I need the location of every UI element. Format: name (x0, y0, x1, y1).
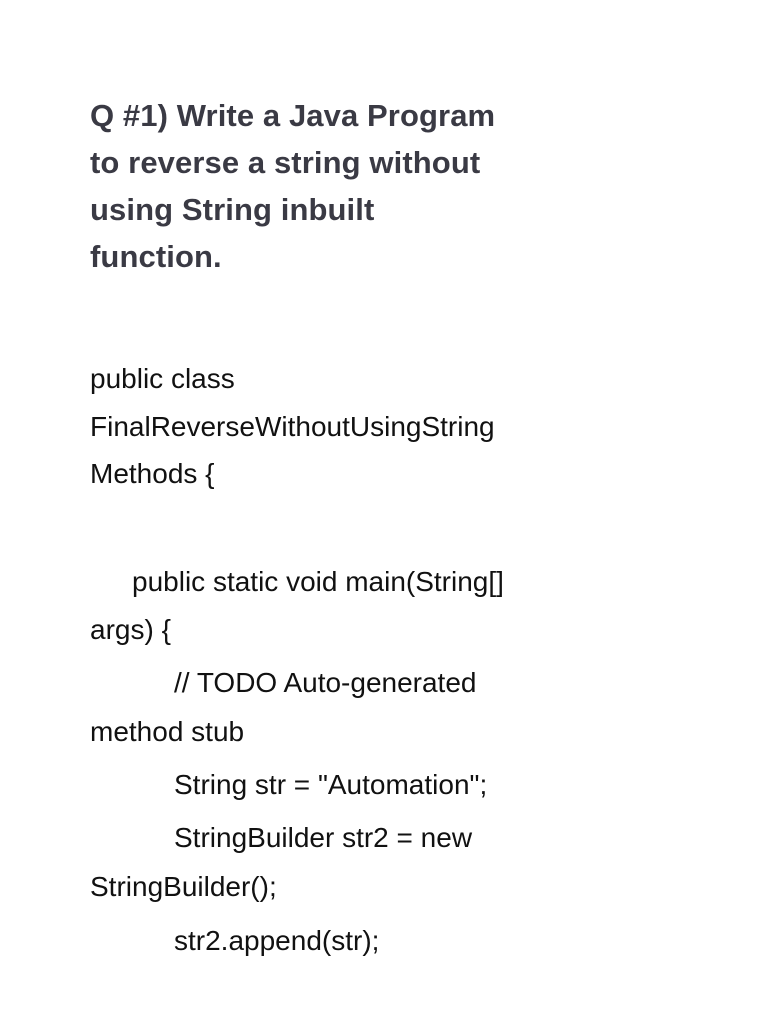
code-line: args) { (90, 614, 171, 645)
code-line: str2.append(str); (174, 925, 380, 956)
question-line: Q #1) Write a Java Program (90, 98, 496, 133)
code-line: StringBuilder(); (90, 871, 277, 902)
question-line: function. (90, 239, 222, 274)
code-line: method stub (90, 716, 245, 747)
code-line: public class (90, 363, 235, 394)
code-line: StringBuilder str2 = new (174, 822, 473, 853)
code-line: Methods { (90, 458, 215, 489)
code-line: FinalReverseWithoutUsingString (90, 411, 495, 442)
code-line: // TODO Auto-generated (174, 667, 477, 698)
code-line: public static void main(String[] (132, 566, 504, 597)
question-heading: Q #1) Write a Java Program to reverse a … (90, 92, 590, 280)
question-line: to reverse a string without (90, 145, 481, 180)
question-line: using String inbuilt (90, 192, 375, 227)
code-line: String str = "Automation"; (174, 769, 488, 800)
